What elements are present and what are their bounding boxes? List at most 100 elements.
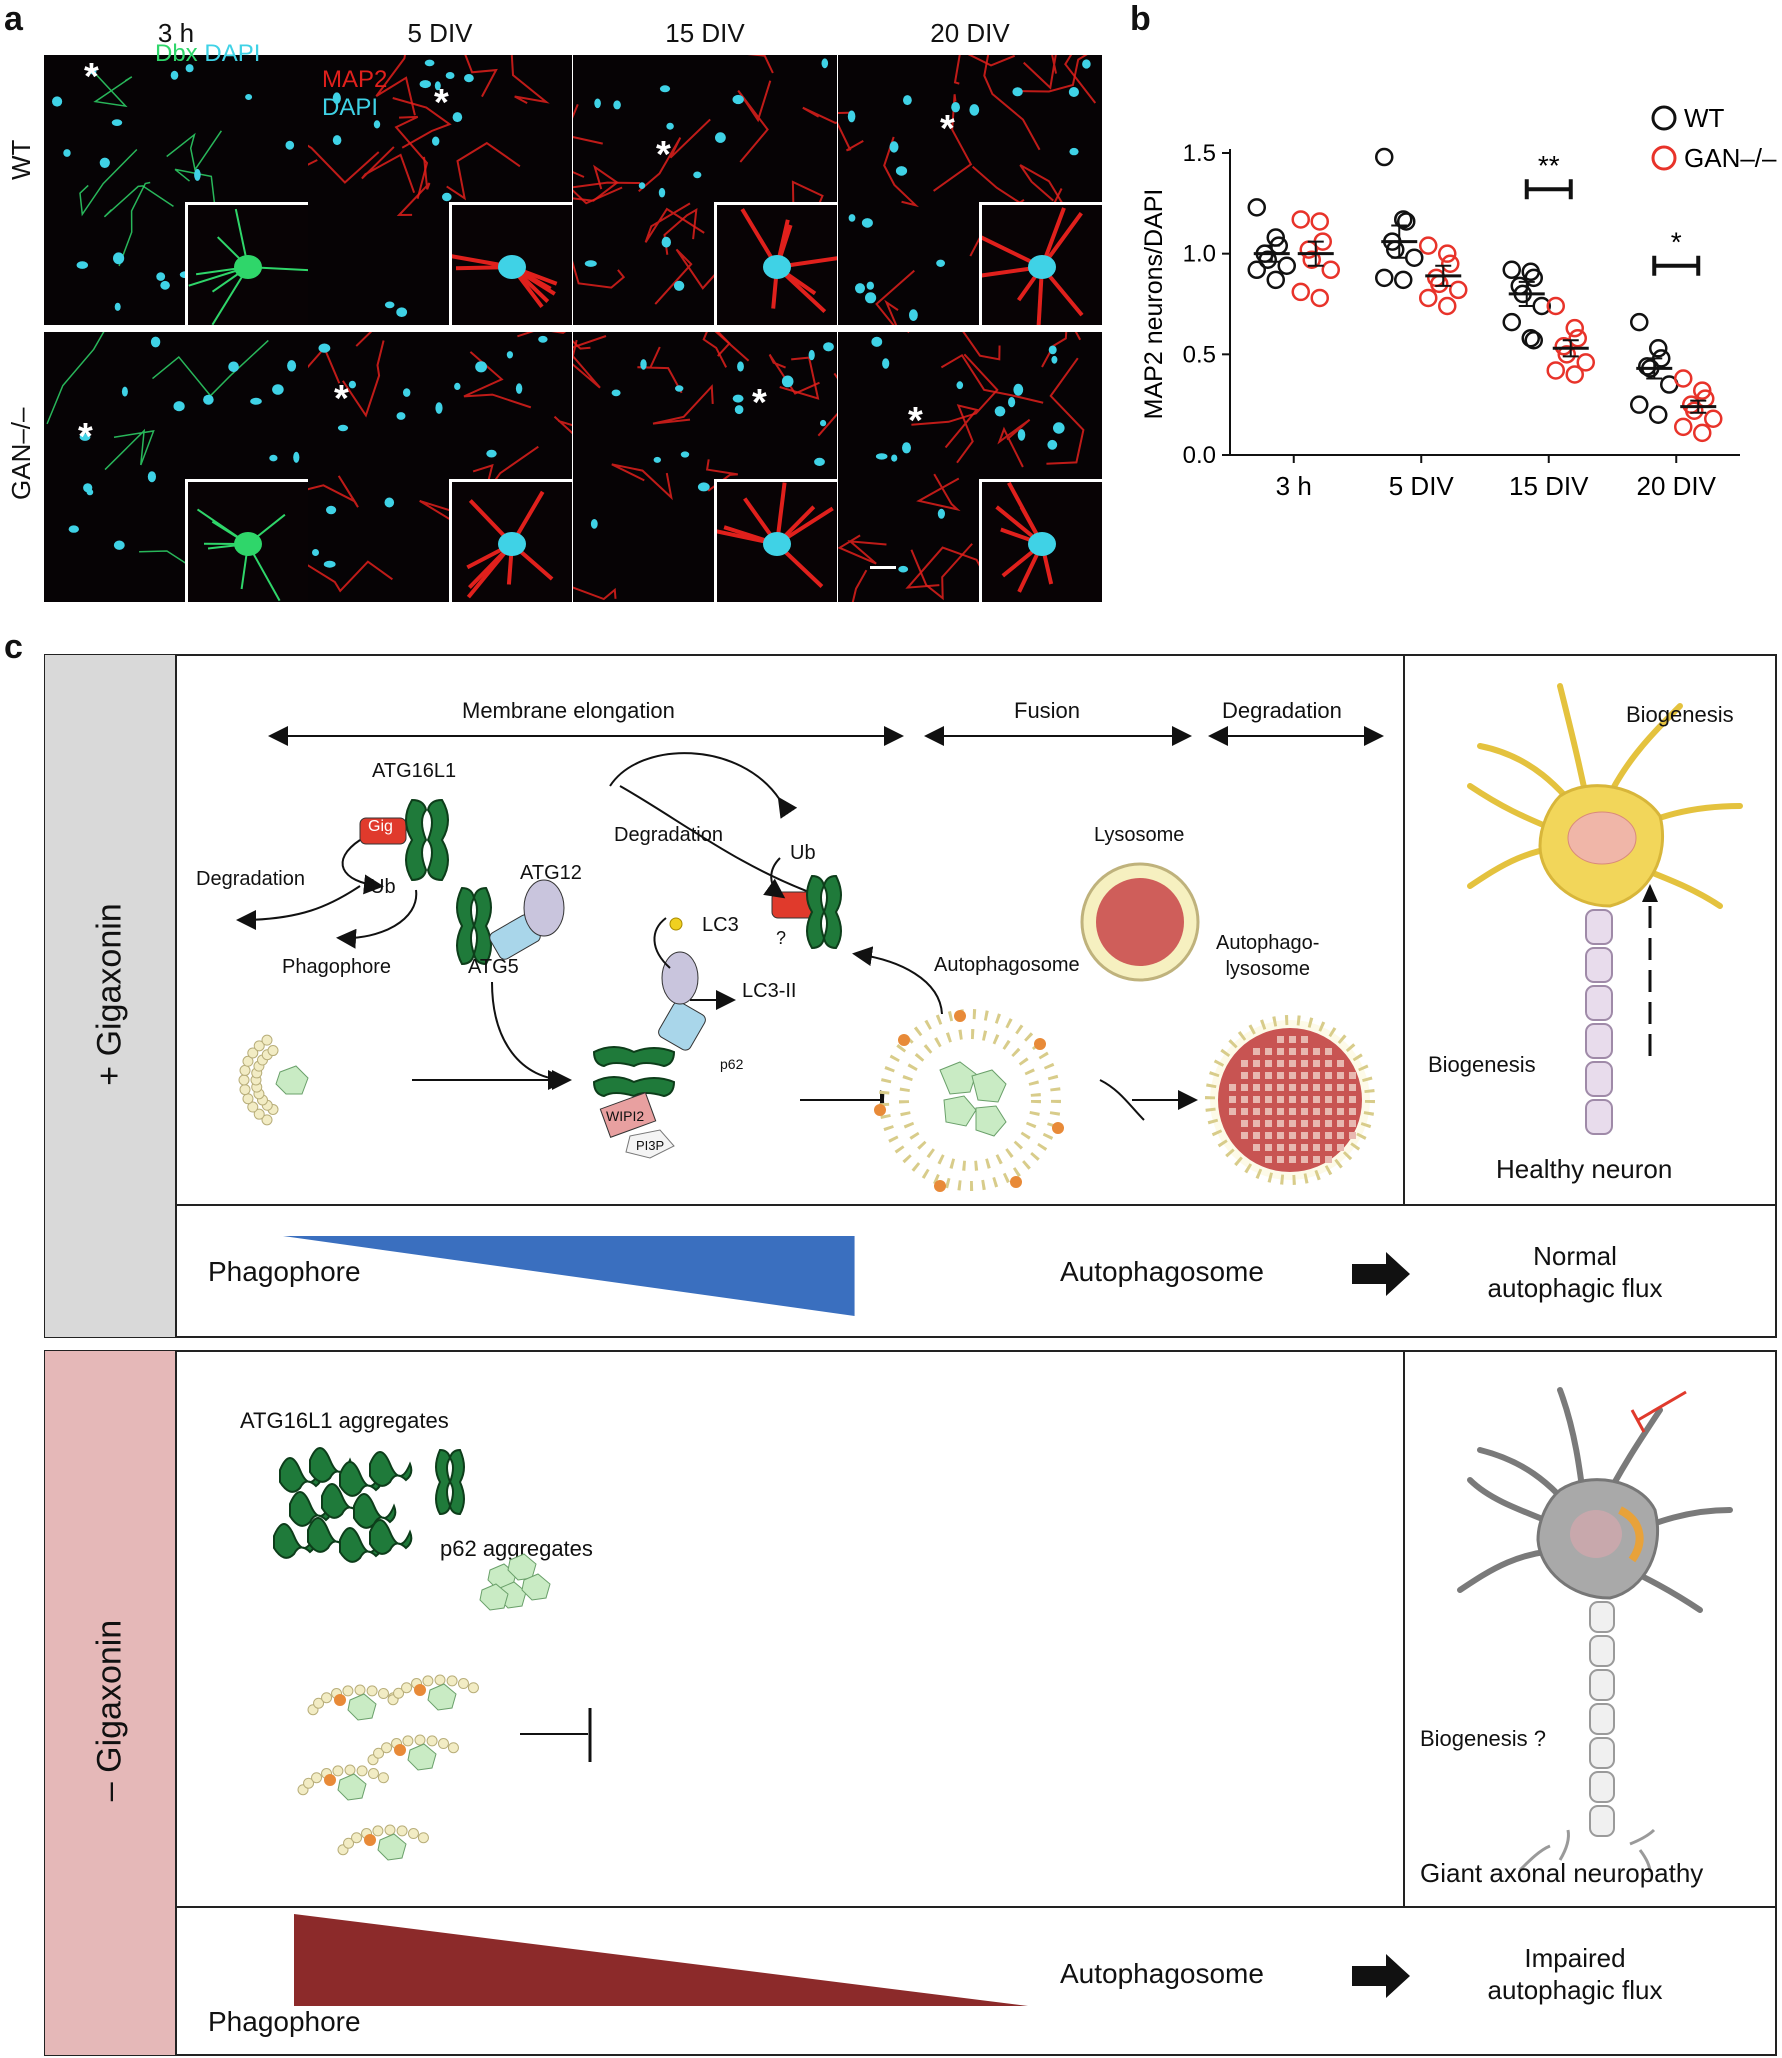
flux-plus-result-l1: Normal — [1533, 1241, 1617, 1271]
label-atg12: ATG12 — [520, 862, 582, 884]
y-tick-label: 0.5 — [1183, 341, 1216, 368]
data-point — [1321, 260, 1340, 280]
data-point — [1449, 280, 1468, 300]
flux-plus-result: Normal autophagic flux — [1440, 1240, 1710, 1304]
phase-fusion: Fusion — [1014, 698, 1081, 723]
label-atg16l1-aggregates: ATG16L1 aggregates — [240, 1408, 449, 1433]
data-point — [1397, 212, 1416, 231]
data-point — [1394, 210, 1413, 229]
phase-degradation: Degradation — [1222, 698, 1342, 723]
data-point — [1266, 270, 1285, 290]
data-point — [1524, 268, 1543, 288]
data-point — [1565, 318, 1584, 338]
data-point — [1502, 312, 1521, 332]
minus-divider-h — [176, 1906, 1776, 1908]
x-tick-label: 20 DIV — [1637, 471, 1717, 501]
column-title-20div: 20 DIV — [930, 18, 1010, 48]
x-tick-label: 5 DIV — [1389, 471, 1455, 501]
data-point — [1568, 328, 1587, 348]
label-question: ? — [776, 928, 787, 948]
minus-divider-v — [1403, 1351, 1405, 1907]
data-point — [1405, 248, 1424, 267]
micrograph-wt-20div — [838, 55, 1102, 325]
column-title-5div: 5 DIV — [407, 18, 473, 48]
flux-plus-right: Autophagosome — [1060, 1256, 1264, 1287]
label-autophagosome: Autophagosome — [934, 954, 1080, 976]
inset-gan-20div — [979, 479, 1102, 602]
legend-dapi: DAPI — [204, 40, 261, 67]
label-gig: Gig — [368, 818, 393, 835]
column-title-15div: 15 DIV — [665, 18, 745, 48]
significance-label: ** — [1538, 150, 1560, 181]
flux-minus-result-l1: Impaired — [1524, 1943, 1626, 1973]
inset-wt-3h — [185, 202, 308, 325]
data-point — [1546, 296, 1565, 316]
legend-marker — [1651, 145, 1677, 171]
inset-gan-15div — [714, 479, 837, 602]
label-lc3: LC3 — [702, 914, 739, 936]
micrograph-wt-3h — [44, 55, 308, 325]
data-point — [1438, 296, 1457, 316]
data-point — [1310, 212, 1329, 231]
label-phagophore: Phagophore — [282, 956, 391, 978]
label-wipi2: WIPI2 — [606, 1108, 645, 1124]
data-point — [1557, 345, 1576, 364]
flux-minus-result-l2: autophagic flux — [1487, 1975, 1663, 2005]
label-lysosome: Lysosome — [1094, 824, 1185, 846]
plus-gigaxonin-side: + Gigaxonin — [45, 655, 177, 1337]
flux-bar-plus — [283, 1236, 855, 1316]
autophagy-diagram-plus — [236, 726, 1384, 1192]
data-point — [1419, 236, 1438, 255]
legend-map2-dapi: MAP2 DAPI — [322, 66, 387, 122]
x-tick-label: 15 DIV — [1509, 471, 1589, 501]
minus-gigaxonin-side: – Gigaxonin — [45, 1351, 177, 2055]
label-autophagolysosome-l2: lysosome — [1225, 958, 1310, 980]
data-point — [1247, 198, 1266, 217]
column-title-3h: 3 h — [157, 18, 195, 48]
plus-divider-v — [1403, 655, 1405, 1205]
data-point — [1524, 330, 1543, 350]
data-point — [1419, 288, 1438, 308]
flux-plus-left: Phagophore — [208, 1256, 361, 1287]
data-point — [1375, 268, 1394, 288]
y-tick-label: 1.0 — [1183, 241, 1216, 268]
y-tick-label: 0.0 — [1183, 442, 1216, 469]
label-atg5: ATG5 — [468, 956, 519, 978]
asterisk-gan-3h: * — [78, 416, 93, 458]
plus-divider-h — [176, 1204, 1776, 1206]
legend-dapi-2: DAPI — [322, 94, 379, 121]
significance-label: * — [1671, 227, 1682, 258]
asterisk-wt-20div: * — [940, 108, 955, 150]
data-point — [1299, 240, 1318, 259]
plus-gigaxonin-label: + Gigaxonin — [90, 903, 129, 1086]
flux-bar-minus — [294, 1914, 1028, 2006]
minus-gigaxonin-label: – Gigaxonin — [90, 1619, 129, 1802]
flux-plus-result-l2: autophagic flux — [1487, 1273, 1663, 1303]
data-point — [1576, 353, 1595, 372]
asterisk-wt-5div: * — [434, 82, 449, 124]
data-point — [1438, 244, 1457, 263]
flux-minus-right: Autophagosome — [1060, 1958, 1264, 1989]
data-point — [1649, 339, 1668, 358]
data-point — [1565, 365, 1584, 384]
y-axis-label: MAP2 neurons/DAPI — [1140, 189, 1168, 420]
flux-minus-arrow — [1352, 1954, 1410, 1998]
inset-wt-15div — [714, 202, 837, 325]
row-label-wt: WT — [6, 139, 36, 180]
panel-b-label: b — [1130, 0, 1151, 38]
phase-membrane-elongation: Membrane elongation — [462, 698, 675, 723]
gan-neuron-biogenesis: Biogenesis ? — [1420, 1726, 1546, 1751]
label-p62: p62 — [720, 1056, 744, 1072]
asterisk-gan-5div: * — [334, 378, 349, 420]
data-point — [1441, 254, 1460, 273]
label-lc3ii: LC3-II — [742, 980, 797, 1002]
data-point — [1394, 270, 1413, 290]
legend-dbx-dapi: Dbx DAPI — [155, 40, 260, 68]
scale-bar — [870, 566, 896, 569]
flux-plus-arrow — [1352, 1252, 1410, 1296]
legend-label: GAN–/– — [1684, 143, 1777, 173]
label-autophagolysosome-l1: Autophago- — [1216, 932, 1320, 954]
asterisk-wt-15div: * — [656, 134, 671, 176]
neuron-biogenesis-top: Biogenesis — [1626, 702, 1734, 727]
